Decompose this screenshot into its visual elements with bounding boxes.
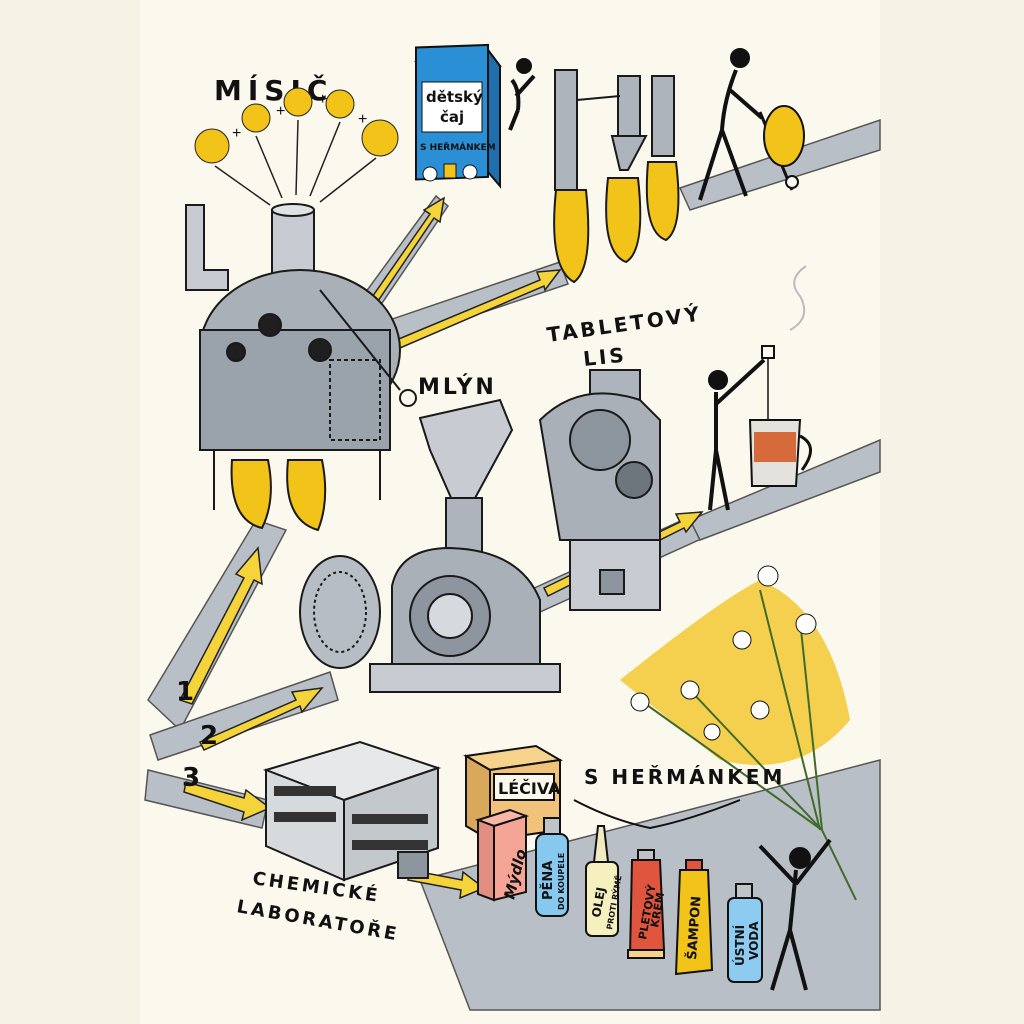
- product-sampon-tube: [674, 859, 714, 976]
- flower-icon-5: [361, 119, 399, 157]
- road-press-strip: [688, 438, 881, 541]
- mill-rotor-cover: [299, 555, 381, 669]
- product-pletovy-krem-tube: [627, 849, 666, 959]
- misic-label: MÍSIČ: [214, 73, 333, 107]
- product-pena-sublabel: DO KOUPELE: [557, 853, 566, 910]
- route-number-3: 3: [182, 763, 200, 793]
- arrow-to-bags: [380, 269, 562, 355]
- product-voda-label: VODA: [747, 921, 761, 960]
- flower-to-mixer-arrows: [214, 119, 377, 206]
- mixer-porthole-1: [258, 313, 282, 337]
- mixer-bag-2: [286, 459, 327, 532]
- herb-bag-1: [553, 189, 590, 284]
- mlyn-label: MLÝN: [418, 374, 497, 400]
- product-krem-label: KRÉM: [648, 891, 667, 928]
- mill-base: [369, 663, 561, 693]
- chamomile-flower-icon: [680, 680, 700, 700]
- route-number-2: 2: [200, 721, 218, 751]
- mixer-bag-1: [230, 459, 272, 530]
- flower-icon-2: [241, 103, 271, 133]
- mixer-pipe: [185, 204, 229, 291]
- mixer-porthole-2: [308, 338, 332, 362]
- chamomile-flower-icon: [703, 723, 721, 741]
- daisy-icon: [462, 164, 478, 180]
- road-2: [149, 671, 339, 761]
- lis-label: LIS: [582, 343, 628, 371]
- product-leciva-label: LÉČIVA: [498, 779, 561, 798]
- tablet-press-machine: [538, 369, 661, 611]
- svg-text:+: +: [232, 125, 241, 142]
- herb-flowers-row: + + + +: [194, 87, 399, 164]
- mixer-porthole-3: [226, 342, 246, 362]
- tea-box-tagline: S HEŘMÁNKEM: [420, 141, 496, 153]
- arrow-route-3: [183, 781, 272, 822]
- flower-icon-4: [325, 89, 355, 119]
- mixer-mesh: [329, 359, 381, 441]
- tea-box-subtitle: čaj: [440, 108, 464, 126]
- flower-icon-3: [283, 87, 313, 117]
- chemical-laboratory-building: [262, 740, 442, 882]
- herb-bag-2: [605, 177, 642, 264]
- daisy-icon: [422, 166, 438, 182]
- arrow-to-tea-box: [368, 196, 446, 306]
- stick-figure-hand-truck: [698, 48, 805, 201]
- herb-bag-3: [645, 161, 680, 242]
- tea-box: dětský čaj S HEŘMÁNKEM: [414, 43, 502, 189]
- stick-figure-bouquet: [758, 838, 832, 991]
- svg-text:+: +: [318, 91, 327, 108]
- chamomile-flower-icon: [750, 700, 770, 720]
- stick-figure-tea-mug: [708, 265, 812, 511]
- mixer-machine: [185, 203, 417, 532]
- paper-margin-left: [0, 0, 140, 1024]
- tea-box-label-panel: [421, 81, 483, 133]
- product-pena-bottle: [535, 817, 569, 917]
- paper-margin-right: [880, 0, 1024, 1024]
- chamomile-flower-icon: [630, 692, 650, 712]
- product-sampon-label: ŠAMPON: [684, 895, 704, 960]
- arrow-route-1: [178, 546, 263, 705]
- mill-machine: [299, 398, 561, 693]
- press-base: [569, 539, 661, 611]
- route-number-1: 1: [176, 677, 194, 707]
- stick-figure-tea-box: [508, 58, 536, 131]
- hermankem-brace: [573, 799, 741, 830]
- chamomile-flower-icon: [732, 630, 752, 650]
- product-ustni-voda-bottle: [727, 883, 763, 983]
- product-pena-label: PĚNA: [540, 861, 556, 900]
- chamomile-flower-icon: [795, 613, 817, 635]
- mixer-chimney: [271, 209, 315, 281]
- chamomile-flower-icon: [757, 565, 779, 587]
- hand-truck-sack: [763, 105, 805, 167]
- press-wheel: [569, 409, 631, 471]
- product-olej-label: OLEJ: [589, 886, 608, 918]
- s-hermankem-label: S HEŘMÁNKEM: [584, 765, 785, 789]
- steam: [789, 265, 807, 331]
- svg-text:+: +: [276, 103, 285, 120]
- flower-icon-1: [194, 128, 230, 164]
- svg-text:+: +: [358, 111, 367, 128]
- arrow-route-2: [198, 687, 324, 751]
- product-olej-bottle: [585, 825, 619, 937]
- tea-box-title: dětský: [426, 88, 483, 106]
- mixer-handle: [399, 389, 417, 407]
- bag-filling-station: [553, 69, 680, 284]
- product-mydlo-box: [474, 808, 530, 902]
- product-ustni-label: ÚSTNÍ: [732, 924, 747, 966]
